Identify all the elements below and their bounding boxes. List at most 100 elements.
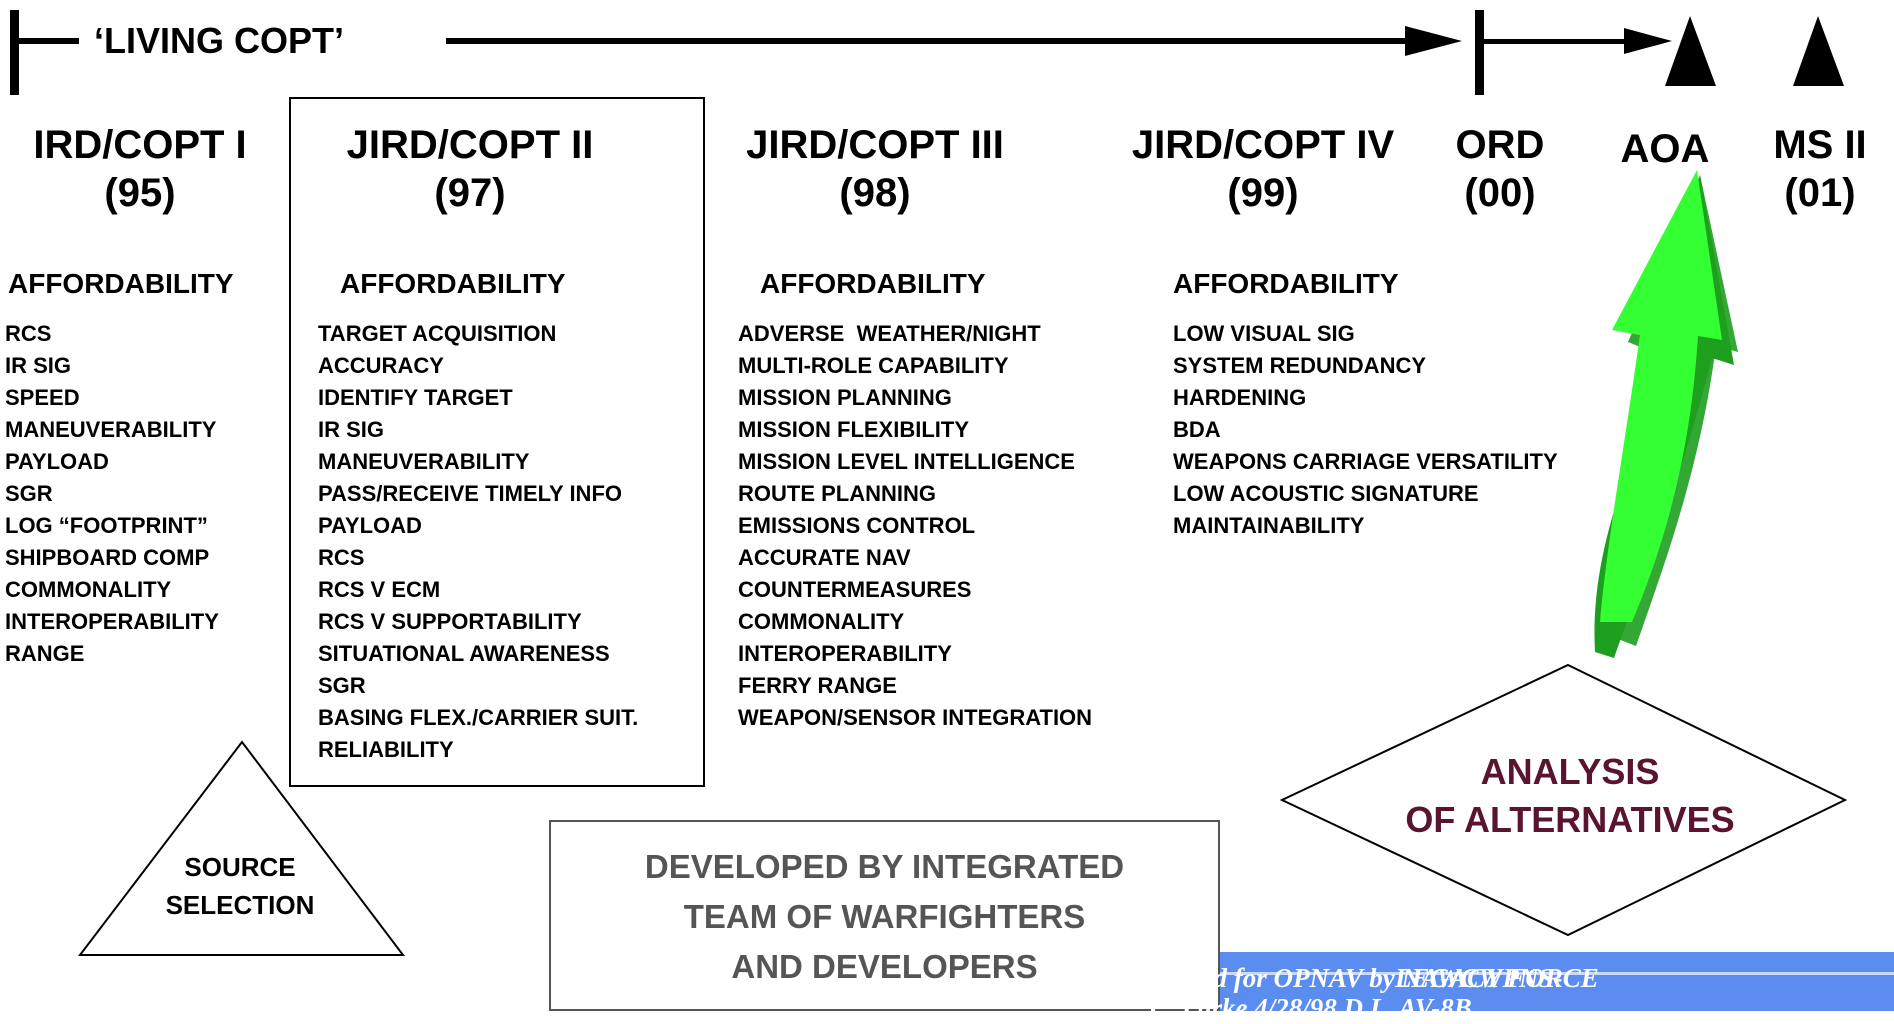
column-header-copt2: JIRD/COPT II (97): [320, 121, 620, 217]
ord-to-aoa-line: [1484, 39, 1634, 44]
column-title: JIRD/COPT II: [346, 123, 594, 167]
list-item: IR SIG: [318, 417, 385, 442]
requirements-list-copt2: TARGET ACQUISITION ACCURACY IDENTIFY TAR…: [318, 318, 638, 766]
column-header-copt4: JIRD/COPT IV (99): [1118, 121, 1408, 217]
list-item: TARGET ACQUISITION: [318, 321, 557, 346]
list-item: WEAPONS CARRIAGE VERSATILITY: [1173, 449, 1558, 474]
source-selection-triangle: [77, 740, 406, 956]
aoa-line: OF ALTERNATIVES: [1405, 799, 1735, 840]
list-item: MANEUVERABILITY: [5, 417, 217, 442]
developed-by-box: DEVELOPED BY INTEGRATED TEAM OF WARFIGHT…: [549, 820, 1220, 1011]
column-title: JIRD/COPT III: [746, 123, 1004, 167]
ord-tick-bar: [1475, 10, 1484, 95]
list-item: LOW VISUAL SIG: [1173, 321, 1355, 346]
milestone-aoa: AOA: [1600, 125, 1730, 173]
milestone-ord: ORD (00): [1430, 121, 1570, 217]
list-item: INTEROPERABILITY: [5, 609, 219, 634]
green-curved-arrow: [1594, 170, 1738, 658]
list-item: BASING FLEX./CARRIER SUIT.: [318, 705, 639, 730]
analysis-of-alternatives-label: ANALYSIS OF ALTERNATIVES: [1335, 748, 1805, 844]
affordability-label-copt1: AFFORDABILITY: [8, 268, 234, 299]
list-item: MISSION PLANNING: [738, 385, 952, 410]
footer-prepared-for: Prepared for OPNAV by NAWCWPNS-: [1125, 963, 1563, 993]
requirements-list-copt4: LOW VISUAL SIG SYSTEM REDUNDANCY HARDENI…: [1173, 318, 1558, 542]
list-item: SYSTEM REDUNDANCY: [1173, 353, 1427, 378]
source-selection-line: SELECTION: [165, 890, 315, 920]
footer-bar-stripe: [1095, 972, 1894, 975]
source-selection-label: SOURCE SELECTION: [140, 848, 340, 924]
list-item: FERRY RANGE: [738, 673, 897, 698]
developed-by-line: TEAM OF WARFIGHTERS: [683, 898, 1086, 935]
list-item: MAINTAINABILITY: [1173, 513, 1365, 538]
list-item: COMMONALITY: [5, 577, 172, 602]
column-year: (99): [1227, 171, 1299, 215]
list-item: ACCURATE NAV: [738, 545, 911, 570]
ms2-milestone-triangle: [1793, 16, 1844, 86]
affordability-label-copt3: AFFORDABILITY: [760, 268, 986, 299]
column-year: (97): [434, 171, 506, 215]
ord-arrowhead: [1624, 28, 1672, 54]
list-item: RCS V ECM: [318, 577, 441, 602]
requirements-list-copt3: ADVERSE WEATHER/NIGHT MULTI-ROLE CAPABIL…: [738, 318, 1092, 734]
affordability-label-copt2: AFFORDABILITY: [340, 268, 566, 299]
column-header-copt1: IRD/COPT I (95): [0, 121, 280, 217]
list-item: IDENTIFY TARGET: [318, 385, 513, 410]
milestone-year: (00): [1464, 171, 1536, 215]
list-item: SGR: [318, 673, 366, 698]
footer-bar: [1095, 952, 1894, 1011]
affordability-label-copt4: AFFORDABILITY: [1173, 268, 1399, 299]
list-item: BDA: [1173, 417, 1221, 442]
list-item: IR SIG: [5, 353, 72, 378]
column-title: IRD/COPT I: [33, 123, 247, 167]
aoa-line: ANALYSIS: [1480, 751, 1660, 792]
list-item: PAYLOAD: [318, 513, 422, 538]
list-item: LOW ACOUSTIC SIGNATURE: [1173, 481, 1479, 506]
list-item: COMMONALITY: [738, 609, 905, 634]
milestone-ms2: MS II (01): [1750, 121, 1890, 217]
list-item: COUNTERMEASURES: [738, 577, 972, 602]
copt2-box: [289, 97, 705, 787]
list-item: ADVERSE WEATHER/NIGHT: [738, 321, 1041, 346]
requirements-list-copt1: RCS IR SIG SPEED MANEUVERABILITY PAYLOAD…: [5, 318, 219, 670]
list-item: MANEUVERABILITY: [318, 449, 530, 474]
footer-author-line: C. Larke 4/28/98 D.L. AV-8B: [1150, 993, 1472, 1023]
list-item: RELIABILITY: [318, 737, 454, 762]
list-item: MISSION FLEXIBILITY: [738, 417, 970, 442]
list-item: ACCURACY: [318, 353, 444, 378]
milestone-title: ORD: [1455, 123, 1545, 167]
milestone-title: AOA: [1620, 127, 1710, 171]
timeline-start-bar: [10, 10, 19, 95]
developed-by-line: AND DEVELOPERS: [731, 948, 1038, 985]
list-item: MULTI-ROLE CAPABILITY: [738, 353, 1009, 378]
list-item: SITUATIONAL AWARENESS: [318, 641, 610, 666]
column-year: (95): [104, 171, 176, 215]
aoa-diamond: [1279, 663, 1848, 937]
list-item: SGR: [5, 481, 53, 506]
list-item: RCS: [318, 545, 365, 570]
milestone-year: (01): [1784, 171, 1856, 215]
aoa-milestone-triangle: [1665, 16, 1716, 86]
source-selection-line: SOURCE: [184, 852, 296, 882]
milestone-title: MS II: [1773, 123, 1867, 167]
list-item: LOG “FOOTPRINT”: [5, 513, 208, 538]
list-item: MISSION LEVEL INTELLIGENCE: [738, 449, 1075, 474]
timeline-left-segment: [19, 38, 79, 44]
timeline-arrowhead: [1405, 26, 1462, 56]
list-item: RANGE: [5, 641, 85, 666]
column-header-copt3: JIRD/COPT III (98): [730, 121, 1020, 217]
list-item: WEAPON/SENSOR INTEGRATION: [738, 705, 1093, 730]
footer-legacy-force: LEGACY FORCE: [1395, 963, 1599, 993]
list-item: RCS V SUPPORTABILITY: [318, 609, 582, 634]
list-item: PASS/RECEIVE TIMELY INFO: [318, 481, 622, 506]
timeline-main-line: [446, 38, 1412, 44]
list-item: SHIPBOARD COMP: [5, 545, 210, 570]
list-item: ROUTE PLANNING: [738, 481, 936, 506]
list-item: RCS: [5, 321, 52, 346]
developed-by-line: DEVELOPED BY INTEGRATED: [644, 848, 1125, 885]
list-item: INTEROPERABILITY: [738, 641, 952, 666]
list-item: EMISSIONS CONTROL: [738, 513, 976, 538]
column-year: (98): [839, 171, 911, 215]
list-item: HARDENING: [1173, 385, 1307, 410]
living-copt-label: ‘LIVING COPT’: [80, 20, 359, 62]
